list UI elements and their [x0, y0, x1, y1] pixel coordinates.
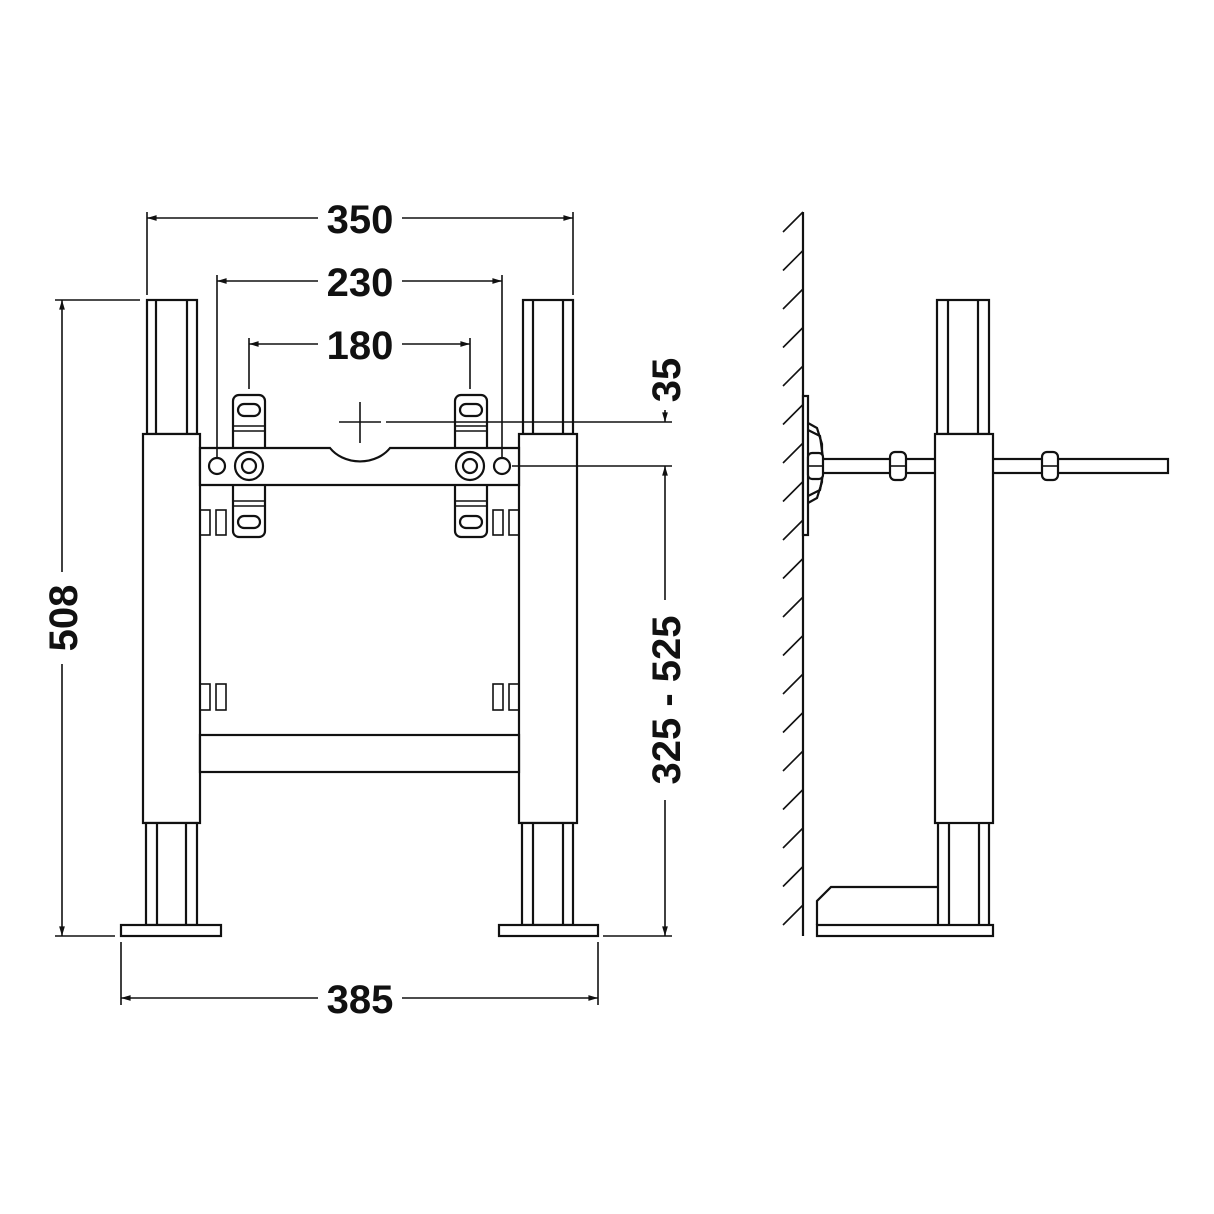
hatch-line: [782, 827, 804, 849]
hatch-line: [782, 865, 804, 888]
hatch-line: [782, 596, 804, 618]
side-view: [782, 211, 1170, 938]
side-leg-sleeve: [933, 432, 995, 825]
dim-bracket-holes: 230: [327, 261, 394, 305]
hatch-line: [782, 326, 804, 349]
dim-adjustable-height: 325 - 525: [645, 615, 689, 784]
dim-foot-width: 385: [327, 978, 394, 1022]
hatch-line: [782, 557, 804, 580]
hatch-line: [782, 519, 804, 541]
hatch-line: [782, 634, 804, 657]
adjustment-bolts: [199, 509, 520, 711]
hatch-line: [782, 365, 804, 387]
dimensions: 350 230 180 508 35 325 - 525 385: [42, 198, 689, 1022]
hatch-line: [782, 442, 804, 464]
hatch-line: [782, 788, 804, 811]
hatch-line: [782, 750, 804, 772]
right-leg: [497, 298, 600, 938]
right-foot-plate: [497, 923, 600, 938]
hatch-line: [782, 403, 804, 426]
hatch-line: [782, 711, 804, 734]
left-foot-plate: [119, 923, 223, 938]
dim-overall-width: 350: [327, 198, 394, 242]
hatch-line: [782, 480, 804, 503]
hatch-line: [782, 288, 804, 310]
dim-height: 508: [42, 585, 86, 652]
dim-offset: 35: [645, 358, 689, 403]
front-view: [119, 298, 600, 938]
hatch-line: [782, 211, 804, 233]
hatch-line: [782, 904, 804, 926]
side-foot-plate: [815, 923, 995, 938]
top-crossbar: [198, 446, 521, 487]
lower-crossbar: [198, 733, 521, 774]
hatch-line: [782, 673, 804, 695]
hatch-line: [782, 249, 804, 272]
left-leg: [119, 298, 223, 938]
wall-hatching: [782, 211, 804, 926]
dim-bracket-centres: 180: [327, 324, 394, 368]
